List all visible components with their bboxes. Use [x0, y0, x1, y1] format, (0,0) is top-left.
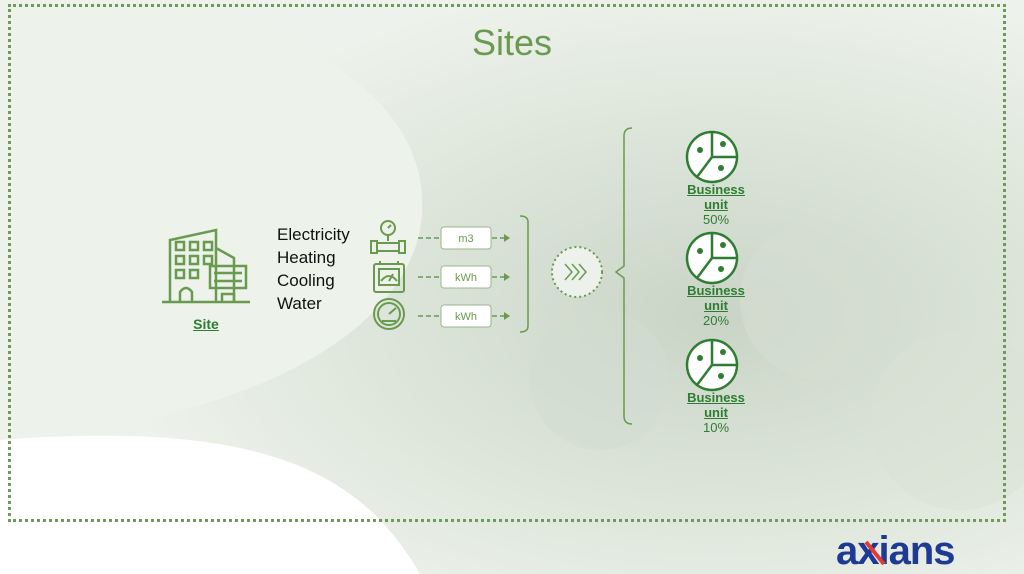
arrow-head	[504, 273, 510, 281]
right-bracket	[519, 215, 529, 333]
business-unit-name: Business unit	[687, 283, 745, 313]
business-unit-percent: 50%	[702, 212, 730, 227]
triple-chevron-icon	[564, 263, 587, 281]
unit-label-1: m3	[458, 233, 473, 245]
business-unit-percent: 20%	[702, 313, 730, 328]
energy-type-water: Water	[277, 294, 322, 313]
unit-box-1	[440, 226, 492, 250]
energy-type-electricity: Electricity	[277, 225, 350, 244]
site-label: Site	[193, 316, 219, 332]
left-bracket	[614, 127, 633, 425]
electric-meter-icon	[373, 261, 405, 293]
unit-label-3: kWh	[455, 311, 477, 323]
energy-type-list: Electricity Heating Cooling Water	[277, 223, 350, 315]
unit-box-3	[440, 304, 492, 328]
business-unit-percent: 10%	[702, 420, 730, 435]
business-unit-label-2: Business unit 20%	[676, 283, 756, 328]
energy-type-heating: Heating	[277, 248, 336, 267]
business-unit-label-3: Business unit 10%	[676, 390, 756, 435]
energy-type-cooling: Cooling	[277, 271, 335, 290]
business-unit-name: Business unit	[687, 182, 745, 212]
slide-frame	[8, 4, 1006, 522]
arrow-head	[504, 312, 510, 320]
building-icon	[162, 228, 250, 304]
pie-chart-icon	[685, 231, 739, 285]
arrow-head	[504, 234, 510, 242]
pressure-gauge-pipe-icon	[370, 220, 406, 254]
chevron-circle	[551, 246, 603, 298]
pie-chart-icon	[685, 130, 739, 184]
unit-label-2: kWh	[455, 272, 477, 284]
gauge-dial-icon	[373, 298, 405, 330]
unit-box-2	[440, 265, 492, 289]
axians-logo: axians	[836, 534, 956, 570]
business-unit-label-1: Business unit 50%	[676, 182, 756, 227]
svg-text:axians: axians	[836, 534, 955, 570]
pie-chart-icon	[685, 338, 739, 392]
business-unit-name: Business unit	[687, 390, 745, 420]
page-title: Sites	[471, 22, 553, 63]
